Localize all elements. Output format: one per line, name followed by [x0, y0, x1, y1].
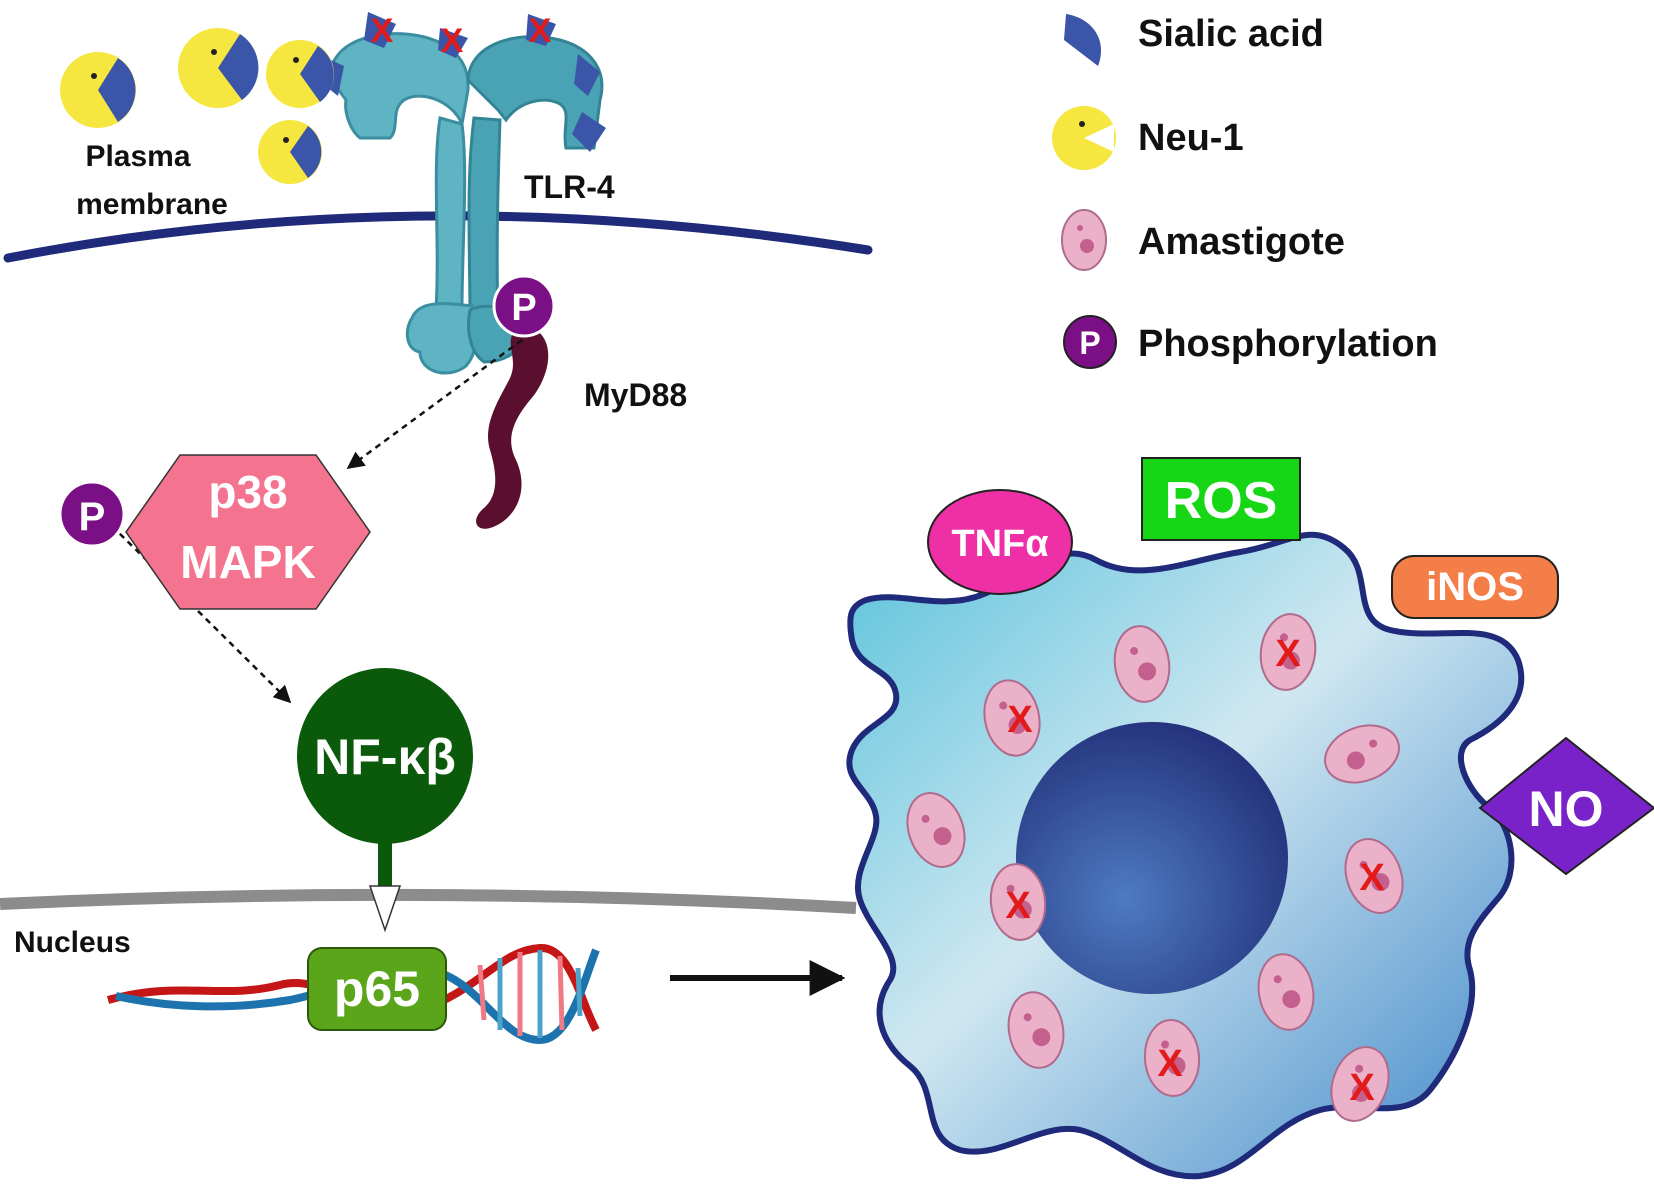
p38-label-line2: MAPK: [180, 536, 315, 588]
p38-mapk-hexagon: [125, 454, 371, 610]
neu1-icon: [1052, 106, 1116, 170]
legend-label-sialic-acid: Sialic acid: [1138, 13, 1324, 55]
no-label: NO: [1529, 781, 1604, 837]
legend-phospho-symbol: P: [1079, 325, 1100, 361]
no-diamond: [1478, 736, 1654, 876]
tnf-alpha-label: TNFα: [951, 523, 1048, 565]
legend-label-amastigote: Amastigote: [1138, 221, 1345, 263]
nfkb-label: NF-κβ: [314, 729, 456, 785]
nucleus-label: Nucleus: [14, 926, 131, 959]
amastigote-x-mark-4: X: [1359, 857, 1385, 899]
neu1-enzymes: [60, 28, 334, 184]
amastigote-x-mark-1: X: [1007, 699, 1033, 741]
p65-label: p65: [334, 961, 420, 1017]
amastigote-x-mark-6: X: [1349, 1067, 1375, 1109]
amastigote-x-mark-2: X: [1275, 633, 1301, 675]
plasma-membrane-label-line1: Plasma: [85, 140, 190, 173]
tlr4-label: TLR-4: [524, 169, 615, 205]
receptor-x-mark-2: X: [441, 22, 464, 60]
myd88-label: MyD88: [584, 377, 687, 413]
legend-label-phosphorylation: Phosphorylation: [1138, 323, 1438, 365]
p65-box: [307, 947, 447, 1031]
legend-label-neu1: Neu-1: [1138, 117, 1244, 159]
tlr4-receptor: [328, 32, 604, 375]
receptor-x-mark-3: X: [529, 12, 552, 50]
nucleus-membrane-line: [0, 888, 857, 914]
phosphorylation-p38: P: [58, 480, 126, 548]
phospho-receptor-symbol: P: [511, 287, 536, 329]
arrow-receptor-to-p38: [346, 338, 523, 470]
phosphorylation-receptor: P: [492, 274, 556, 338]
plasma-membrane-line: [3, 211, 873, 263]
ros-box: [1141, 457, 1301, 541]
amastigote-x-mark-3: X: [1005, 885, 1031, 927]
amastigote-x-mark-5: X: [1157, 1043, 1183, 1085]
inos-box: [1391, 555, 1559, 619]
amastigotes: [906, 613, 1404, 1122]
phospho-p38-symbol: P: [79, 495, 106, 539]
nfkb-translocation-arrowhead: [368, 885, 402, 933]
cell-nucleus: [1016, 722, 1288, 994]
p38-label-line1: p38: [208, 466, 287, 518]
phosphorylation-icon: P: [1063, 315, 1117, 369]
ros-label: ROS: [1165, 472, 1278, 530]
tnf-alpha-ellipse: [927, 489, 1073, 595]
inos-label: iNOS: [1426, 565, 1524, 609]
myd88-protein: [476, 326, 549, 529]
nfkb-stem: [378, 842, 392, 888]
nfkb-circle: [297, 668, 473, 844]
receptor-x-mark-1: X: [371, 12, 394, 50]
arrow-p38-to-nfkb: [111, 525, 292, 704]
amastigote-icon: [1061, 209, 1107, 271]
plasma-membrane-label-line2: membrane: [76, 188, 228, 221]
legend: Sialic acid Neu-1 Amastigote P Phosphory…: [1052, 13, 1438, 369]
sialic-acid-icon: [1064, 14, 1102, 66]
